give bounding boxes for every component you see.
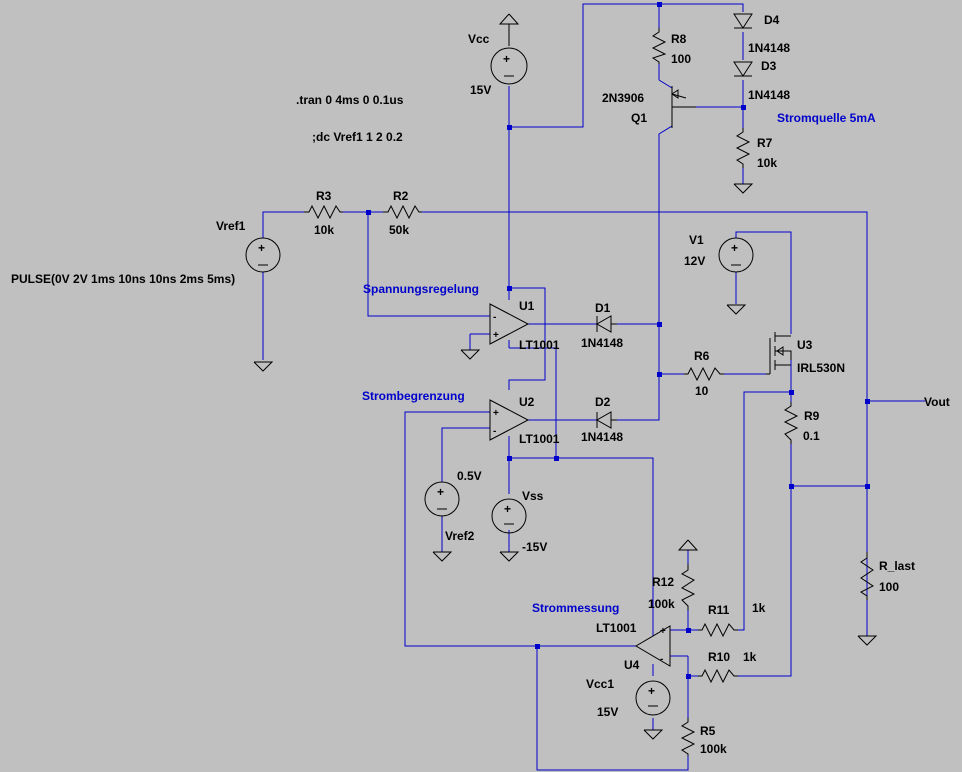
diodes [595,13,753,429]
vss-name: Vss [522,489,544,503]
vcc-source: + [490,13,528,85]
op-amps: - + + - + - [489,303,671,667]
vref2-name: Vref2 [445,529,475,543]
note-strommessung: Strommessung [532,601,619,615]
vcc-name: Vcc [468,32,490,46]
r7-value: 10k [757,156,777,170]
r8-name: R8 [671,32,687,46]
r9-value: 0.1 [803,429,820,443]
u1-value: LT1001 [519,338,560,352]
q1-value: 2N3906 [602,91,644,105]
vref2-value: 0.5V [457,469,482,483]
r12-supply-arrow [677,539,699,551]
vcc1-value: 15V [597,705,618,719]
resistors [304,28,874,756]
note-stromquelle: Stromquelle 5mA [777,111,876,125]
vref1-name: Vref1 [216,219,246,233]
v1-name: V1 [689,233,704,247]
svg-text:+: + [731,241,738,255]
r5-name: R5 [700,724,716,738]
vcc1-source: + [635,680,671,716]
svg-text:+: + [437,485,444,499]
r10-name: R10 [708,650,730,664]
rlast-value: 100 [879,580,899,594]
tran-directive: .tran 0 4ms 0 0.1us [296,93,404,107]
wires [262,3,925,771]
u4-value: LT1001 [596,621,637,635]
r8-value: 100 [671,52,691,66]
d3-value: 1N4148 [748,88,790,102]
note-spannungsregelung: Spannungsregelung [363,282,479,296]
dc-directive: ;dc Vref1 1 2 0.2 [312,130,403,144]
ground-symbols [253,183,878,740]
svg-text:+: + [503,52,510,66]
svg-text:+: + [493,330,499,341]
vref2-source: + [424,481,460,517]
r12-name: R12 [652,575,674,589]
r11-value: 1k [752,601,766,615]
r7-name: R7 [757,136,773,150]
r2-value: 50k [389,223,409,237]
r9-name: R9 [804,409,820,423]
note-strombegrenzung: Strombegrenzung [362,389,465,403]
r3-name: R3 [316,189,332,203]
vss-source: + [491,498,527,534]
r5-value: 100k [700,742,727,756]
vref1-source: + [245,237,281,273]
vss-value: -15V [522,540,547,554]
v1-value: 12V [684,254,705,268]
d1-name: D1 [595,301,611,315]
u4-name: U4 [624,658,640,672]
v1-source: + [718,237,754,273]
svg-text:+: + [648,684,655,698]
d1-value: 1N4148 [581,336,623,350]
svg-text:+: + [493,408,499,419]
u2-value: LT1001 [519,432,560,446]
d2-name: D2 [595,395,611,409]
vcc-value: 15V [470,83,491,97]
d4-value: 1N4148 [748,41,790,55]
r2-name: R2 [393,189,409,203]
u3-mosfet [766,332,792,375]
svg-text:+: + [660,626,666,637]
d4-name: D4 [764,13,780,27]
rlast-name: R_last [879,559,915,573]
junctions [366,2,870,679]
r6-name: R6 [694,349,710,363]
u3-name: U3 [797,338,813,352]
r6-value: 10 [695,384,709,398]
r3-value: 10k [314,223,334,237]
q1-transistor [671,86,696,128]
u2-name: U2 [519,395,535,409]
vref1-value: PULSE(0V 2V 1ms 10ns 10ns 2ms 5ms) [11,272,235,286]
svg-text:+: + [258,241,265,255]
svg-text:-: - [660,654,663,665]
vcc1-name: Vcc1 [586,677,614,691]
svg-text:-: - [493,426,496,437]
r11-name: R11 [708,603,730,617]
u3-value: IRL530N [797,361,845,375]
svg-text:+: + [504,502,511,516]
labels: .tran 0 4ms 0 0.1us ;dc Vref1 1 2 0.2 St… [11,13,950,756]
svg-text:-: - [493,312,496,323]
u1-name: U1 [519,299,535,313]
d2-value: 1N4148 [581,430,623,444]
d3-name: D3 [761,59,777,73]
r12-value: 100k [648,597,675,611]
q1-name: Q1 [631,111,647,125]
vout-label: Vout [924,395,950,409]
r10-value: 1k [743,650,757,664]
